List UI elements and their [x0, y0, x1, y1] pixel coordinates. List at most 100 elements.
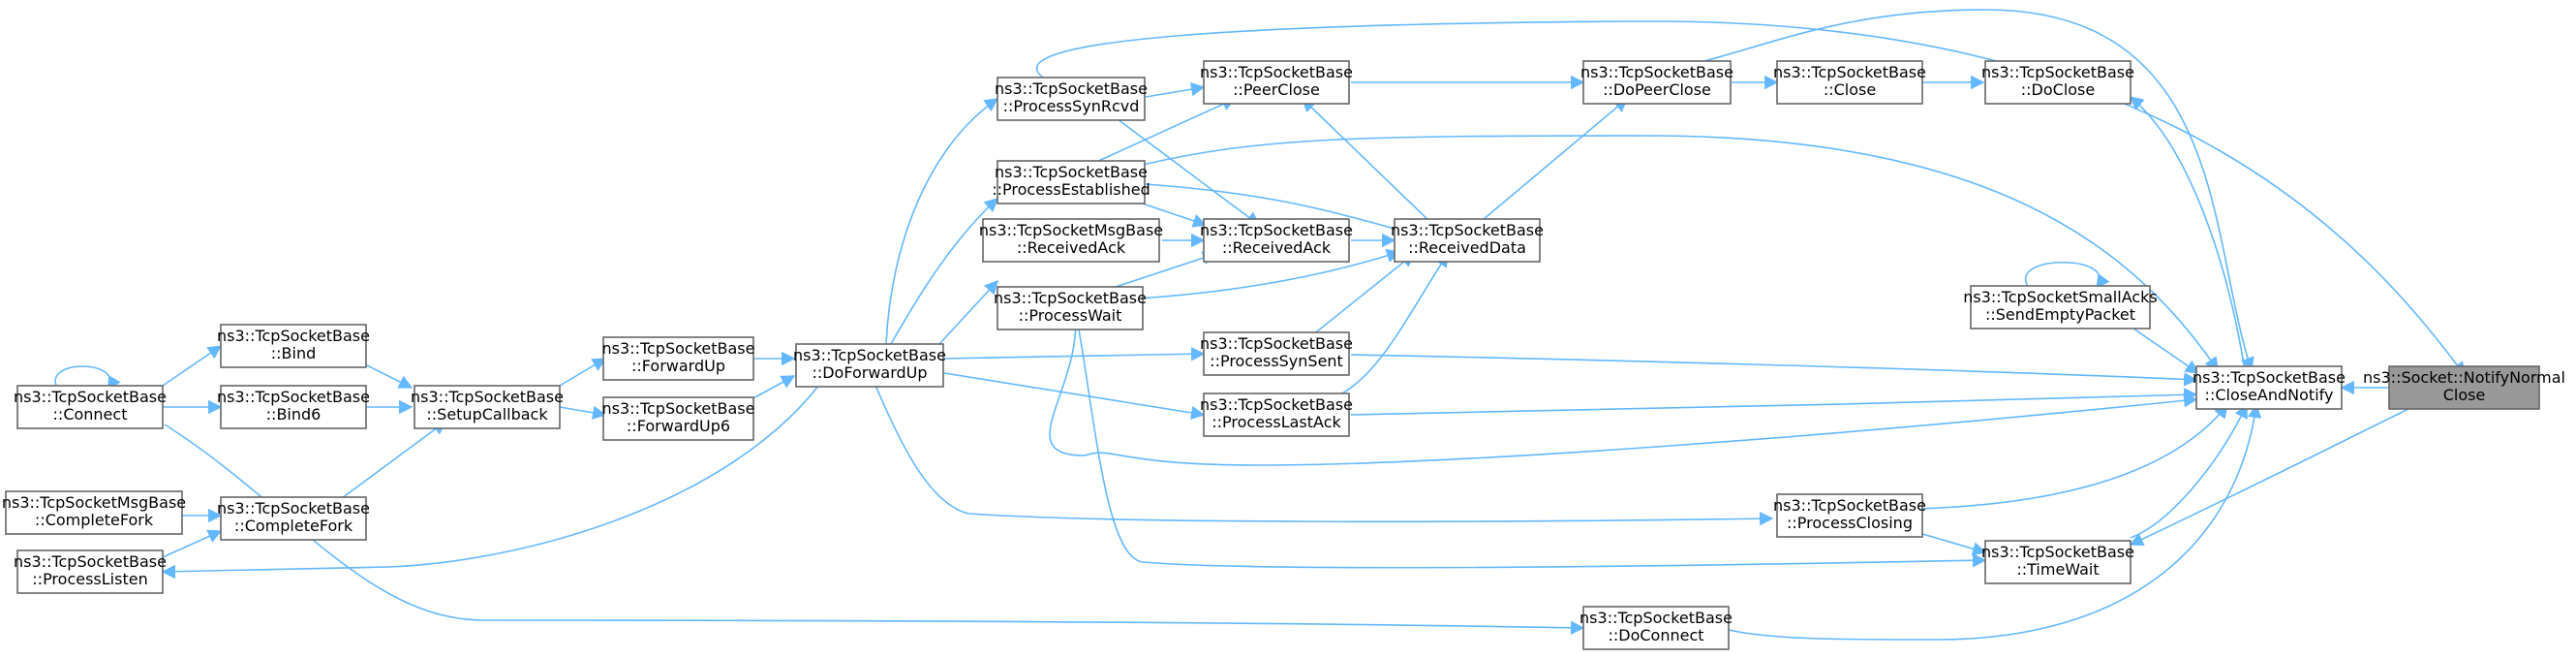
node-label-line2: ::CloseAndNotify [2205, 386, 2334, 404]
node-label-line2: ::Bind [271, 344, 317, 362]
edge-processwait-to-timewait [1074, 307, 1987, 569]
node-receiveddata[interactable]: ns3::TcpSocketBase::ReceivedData [1391, 218, 1544, 263]
node-completefork[interactable]: ns3::TcpSocketBase::CompleteFork [217, 496, 370, 541]
edge-connect-self-loop [54, 365, 121, 392]
node-label-line1: ns3::TcpSocketBase [1981, 63, 2134, 81]
node-box [997, 77, 1146, 121]
node-label-line1: ns3::TcpSocketBase [217, 388, 370, 406]
edge-receiveddata-to-dopeerclose [1476, 98, 1629, 226]
node-label-line2: ::PeerClose [1233, 80, 1320, 99]
edge-timewait-to-closeandnotify [2130, 403, 2248, 539]
node-label-line1: ns3::TcpSocketSmallAcks [1963, 288, 2158, 306]
edge-doconnect-to-closeandnotify [1728, 403, 2262, 641]
node-box [16, 385, 164, 429]
edge-connect-to-doconnect [164, 424, 1585, 635]
node-closeandnotify[interactable]: ns3::TcpSocketBase::CloseAndNotify [2193, 365, 2346, 410]
node-label-line1: ns3::TcpSocketBase [1200, 63, 1353, 81]
edge-doforwardup-to-processlisten [161, 372, 829, 580]
node-box [1582, 60, 1732, 105]
node-label-line1: ns3::TcpSocketBase [14, 388, 167, 406]
node-doforwardup[interactable]: ns3::TcpSocketBase::DoForwardUp [793, 343, 946, 388]
node-label-line2: ::DoClose [2021, 80, 2095, 99]
edge-processsynrcvd-to-receivedack [1113, 115, 1261, 226]
node-label-line1: ns3::TcpSocketBase [995, 79, 1148, 98]
node-label-line1: ns3::TcpSocketBase [411, 388, 564, 406]
node-processlisten[interactable]: ns3::TcpSocketBase::ProcessListen [14, 549, 167, 594]
node-box [997, 286, 1144, 330]
node-label-line2: ::ProcessSynSent [1210, 352, 1343, 370]
edge-setupcallback-to-forwardup [559, 358, 607, 387]
edge-processsynrcvd-to-notify [1035, 20, 2466, 377]
edges [54, 9, 2466, 641]
node-close[interactable]: ns3::TcpSocketBase::Close [1773, 60, 1926, 105]
node-label-line2: ::Connect [53, 405, 128, 424]
node-box [220, 324, 367, 368]
node-peerclose[interactable]: ns3::TcpSocketBase::PeerClose [1200, 60, 1353, 105]
node-label-line2: Close [2443, 386, 2486, 404]
edge-doforwardup-to-processestablished [890, 198, 999, 345]
node-label-line2: ::ForwardUp6 [627, 417, 730, 435]
node-label-line2: ::DoPeerClose [1603, 80, 1711, 99]
node-box [1984, 60, 2131, 105]
node-label-line1: ns3::TcpSocketBase [1579, 609, 1733, 627]
node-box [997, 160, 1146, 204]
node-label-line1: ns3::TcpSocketBase [14, 552, 167, 571]
node-label-line2: ::ProcessListen [32, 570, 147, 588]
node-connect[interactable]: ns3::TcpSocketBase::Connect [14, 385, 167, 429]
edge-processsynrcvd-to-peerclose [1145, 82, 1206, 98]
node-forwardup[interactable]: ns3::TcpSocketBase::ForwardUp [602, 336, 755, 381]
edge-processwait-to-closeandnotify [1049, 307, 2198, 466]
node-box [16, 549, 164, 594]
edge-forwardup6-to-doforwardup [751, 375, 796, 400]
node-box [795, 343, 944, 388]
node-box [5, 490, 183, 535]
edge-doforwardup-to-processlastack [943, 372, 1206, 421]
node-box [2195, 365, 2343, 410]
node-processlastack[interactable]: ns3::TcpSocketBase::ProcessLastAck [1200, 392, 1353, 437]
node-doconnect[interactable]: ns3::TcpSocketBase::DoConnect [1579, 606, 1733, 650]
edge-receiveddata-to-peerclose [1301, 98, 1434, 226]
node-label-line2: ::ProcessLastAck [1211, 413, 1341, 431]
edge-completefork-to-setupcallback [333, 421, 447, 505]
node-timewait[interactable]: ns3::TcpSocketBase::TimeWait [1981, 540, 2134, 584]
node-setupcallback[interactable]: ns3::TcpSocketBase::SetupCallback [411, 385, 564, 429]
node-bind6[interactable]: ns3::TcpSocketBase::Bind6 [217, 385, 370, 429]
node-label-line2: ::CompleteFork [234, 517, 353, 535]
edge-connect-to-bind [159, 345, 223, 389]
node-processsynrcvd[interactable]: ns3::TcpSocketBase::ProcessSynRcvd [995, 77, 1148, 121]
node-box [1203, 60, 1350, 105]
node-label-line1: ns3::TcpSocketBase [602, 339, 755, 358]
node-msgreceivedack[interactable]: ns3::TcpSocketMsgBase::ReceivedAck [979, 218, 1163, 263]
node-dopeerclose[interactable]: ns3::TcpSocketBase::DoPeerClose [1580, 60, 1733, 105]
node-label-line2: ::ReceivedData [1408, 238, 1526, 257]
node-msgcompletefork[interactable]: ns3::TcpSocketMsgBase::CompleteFork [2, 490, 186, 535]
node-label-line2: ::ReceivedAck [1222, 238, 1332, 257]
node-box [602, 336, 754, 381]
node-processclosing[interactable]: ns3::TcpSocketBase::ProcessClosing [1773, 493, 1926, 538]
node-processestablished[interactable]: ns3::TcpSocketBase::ProcessEstablished [992, 160, 1150, 204]
node-box [1203, 392, 1350, 437]
node-bind[interactable]: ns3::TcpSocketBase::Bind [217, 324, 370, 368]
edge-processlisten-to-completefork [162, 529, 223, 558]
node-label-line1: ns3::TcpSocketBase [1580, 63, 1733, 81]
node-label-line1: ns3::TcpSocketBase [1200, 395, 1353, 414]
node-label-line1: ns3::TcpSocketBase [995, 163, 1148, 181]
edge-processwait-to-receivedack [1103, 251, 1217, 292]
node-label-line2: ::Close [1824, 80, 1876, 99]
edge-processclosing-to-timewait [1912, 530, 1987, 556]
node-label-line1: ns3::TcpSocketBase [1391, 221, 1544, 239]
node-label-line1: ns3::TcpSocketBase [217, 327, 370, 345]
edge-processestablished-to-peerclose [1093, 97, 1237, 164]
node-label-line1: ns3::TcpSocketMsgBase [2, 493, 186, 512]
node-receivedack[interactable]: ns3::TcpSocketBase::ReceivedAck [1200, 218, 1353, 263]
node-label-line1: ns3::TcpSocketBase [2193, 368, 2346, 387]
node-label-line1: ns3::TcpSocketBase [602, 399, 755, 418]
node-sendemptypacket[interactable]: ns3::TcpSocketSmallAcks::SendEmptyPacket [1963, 285, 2158, 330]
node-forwardup6[interactable]: ns3::TcpSocketBase::ForwardUp6 [602, 396, 755, 441]
node-processsynsent[interactable]: ns3::TcpSocketBase::ProcessSynSent [1200, 331, 1353, 376]
node-box [1394, 218, 1541, 263]
node-doclose[interactable]: ns3::TcpSocketBase::DoClose [1981, 60, 2134, 105]
node-processwait[interactable]: ns3::TcpSocketBase::ProcessWait [994, 286, 1147, 330]
